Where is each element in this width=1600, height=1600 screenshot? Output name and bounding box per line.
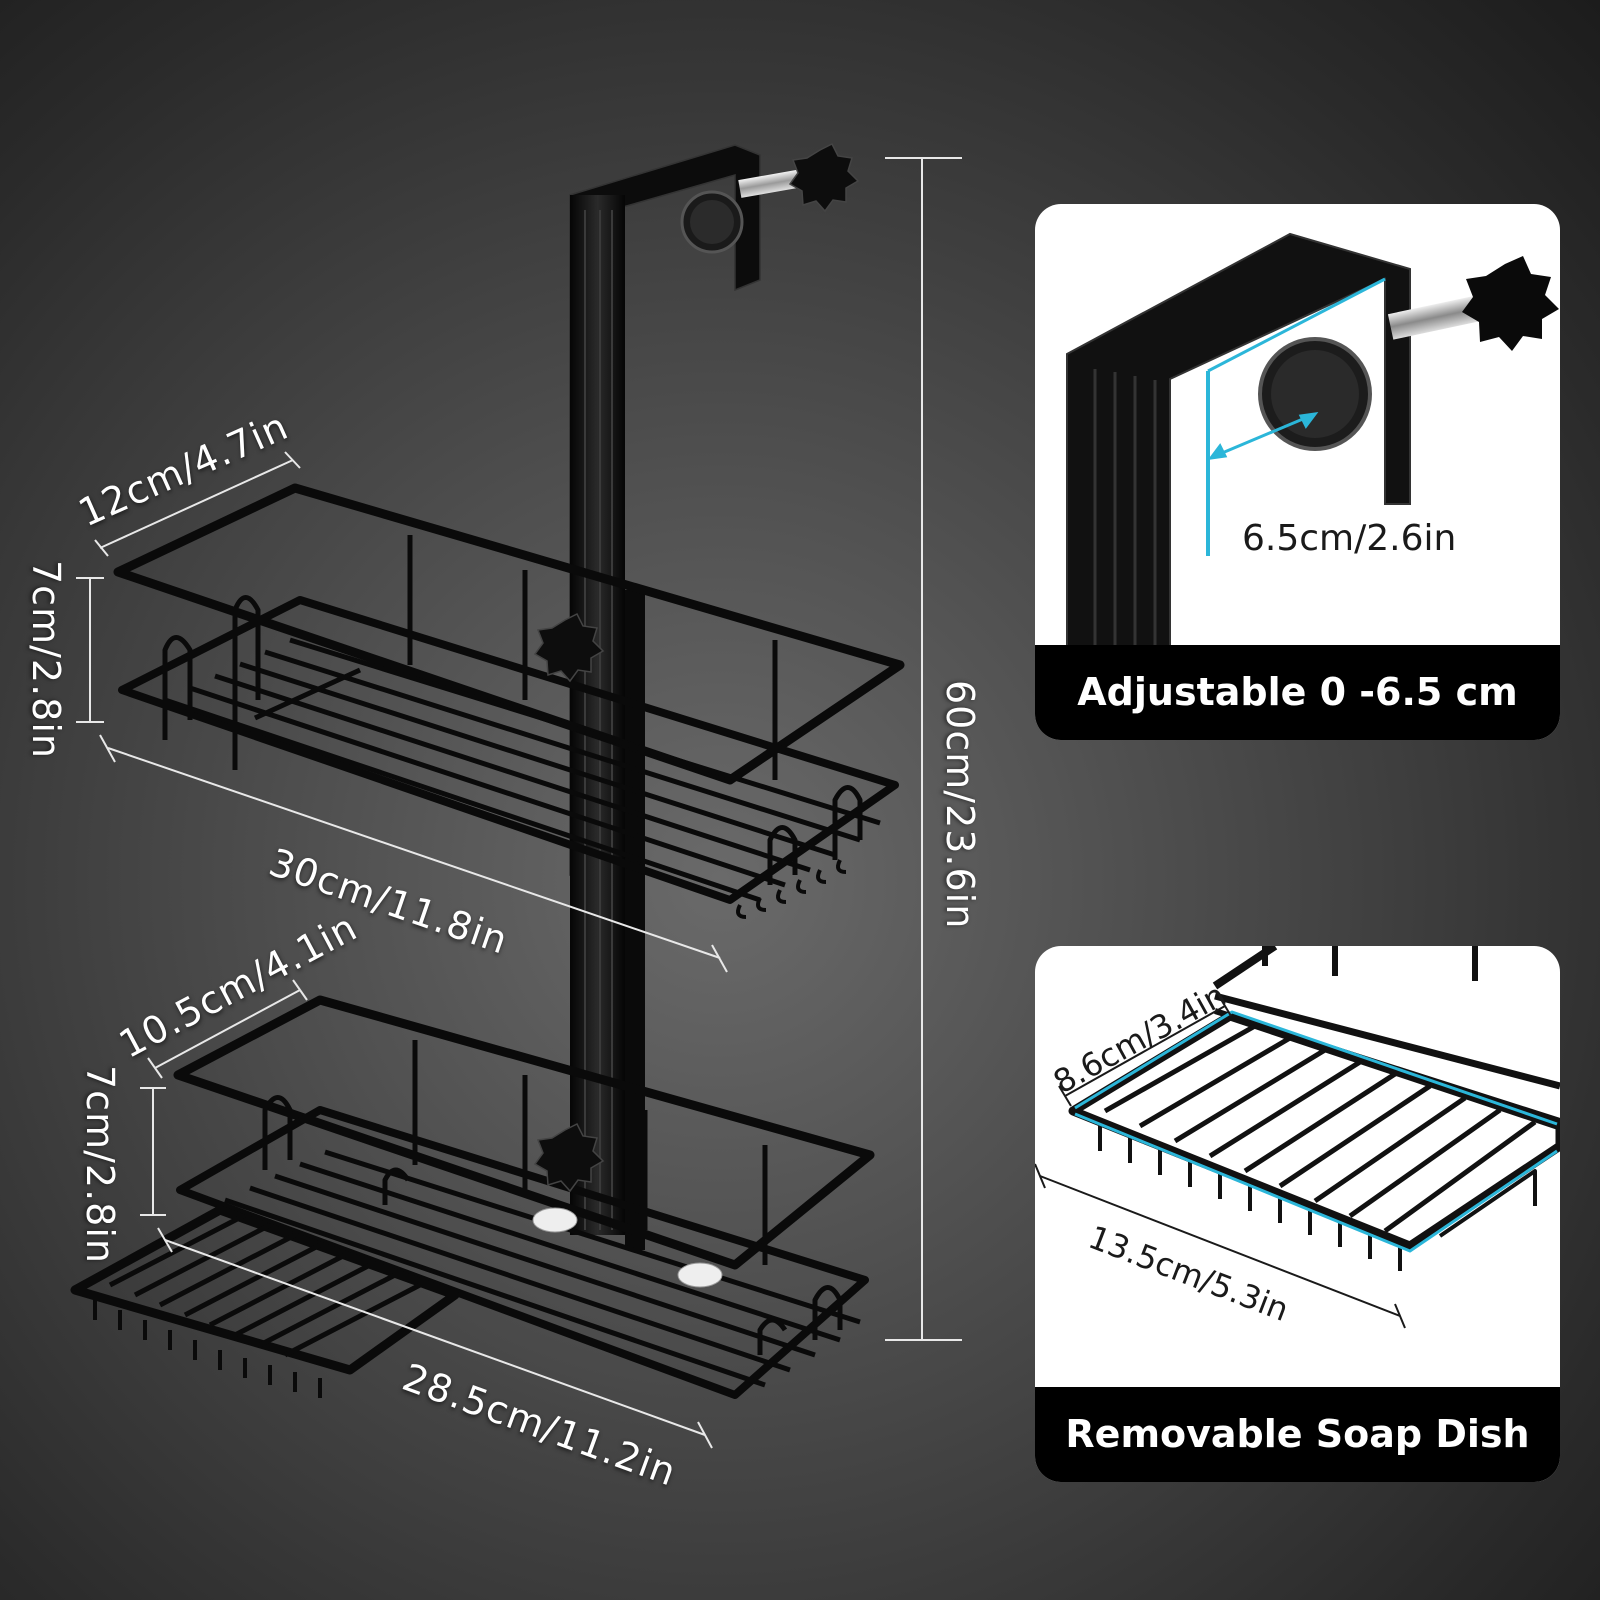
soap-dish-caption: Removable Soap Dish [1035, 1387, 1560, 1482]
soap-dish-closeup [1035, 946, 1560, 1329]
gap-dimension-label: 6.5cm/2.6in [1242, 518, 1457, 559]
suction-cups [532, 1207, 723, 1288]
hanger-hook [569, 142, 860, 1250]
soap-dish-detail-panel: 8.6cm/3.4in 13.5cm/5.3in Removable Soap … [1035, 946, 1560, 1482]
dimension-lines [76, 157, 962, 1449]
soap-dish [70, 1205, 460, 1398]
shelf-knob [533, 612, 605, 683]
adjustable-detail-panel: 6.5cm/2.6in Adjustable 0 -6.5 cm [1035, 204, 1560, 740]
total-height-label: 60cm/23.6in [938, 680, 982, 930]
soap-dish-dimension-lines [1035, 995, 1406, 1329]
top-shelf [113, 483, 905, 919]
bottom-shelf [173, 995, 875, 1399]
bottom-shelf-height-label: 7cm/2.8in [78, 1065, 122, 1264]
top-shelf-height-label: 7cm/2.8in [24, 560, 68, 759]
adjust-arrow [1207, 412, 1319, 460]
hook-closeup [1066, 232, 1559, 650]
soap-dish-highlight [1074, 1010, 1558, 1126]
adjustable-caption: Adjustable 0 -6.5 cm [1035, 645, 1560, 740]
shelf-knob [533, 1122, 605, 1193]
